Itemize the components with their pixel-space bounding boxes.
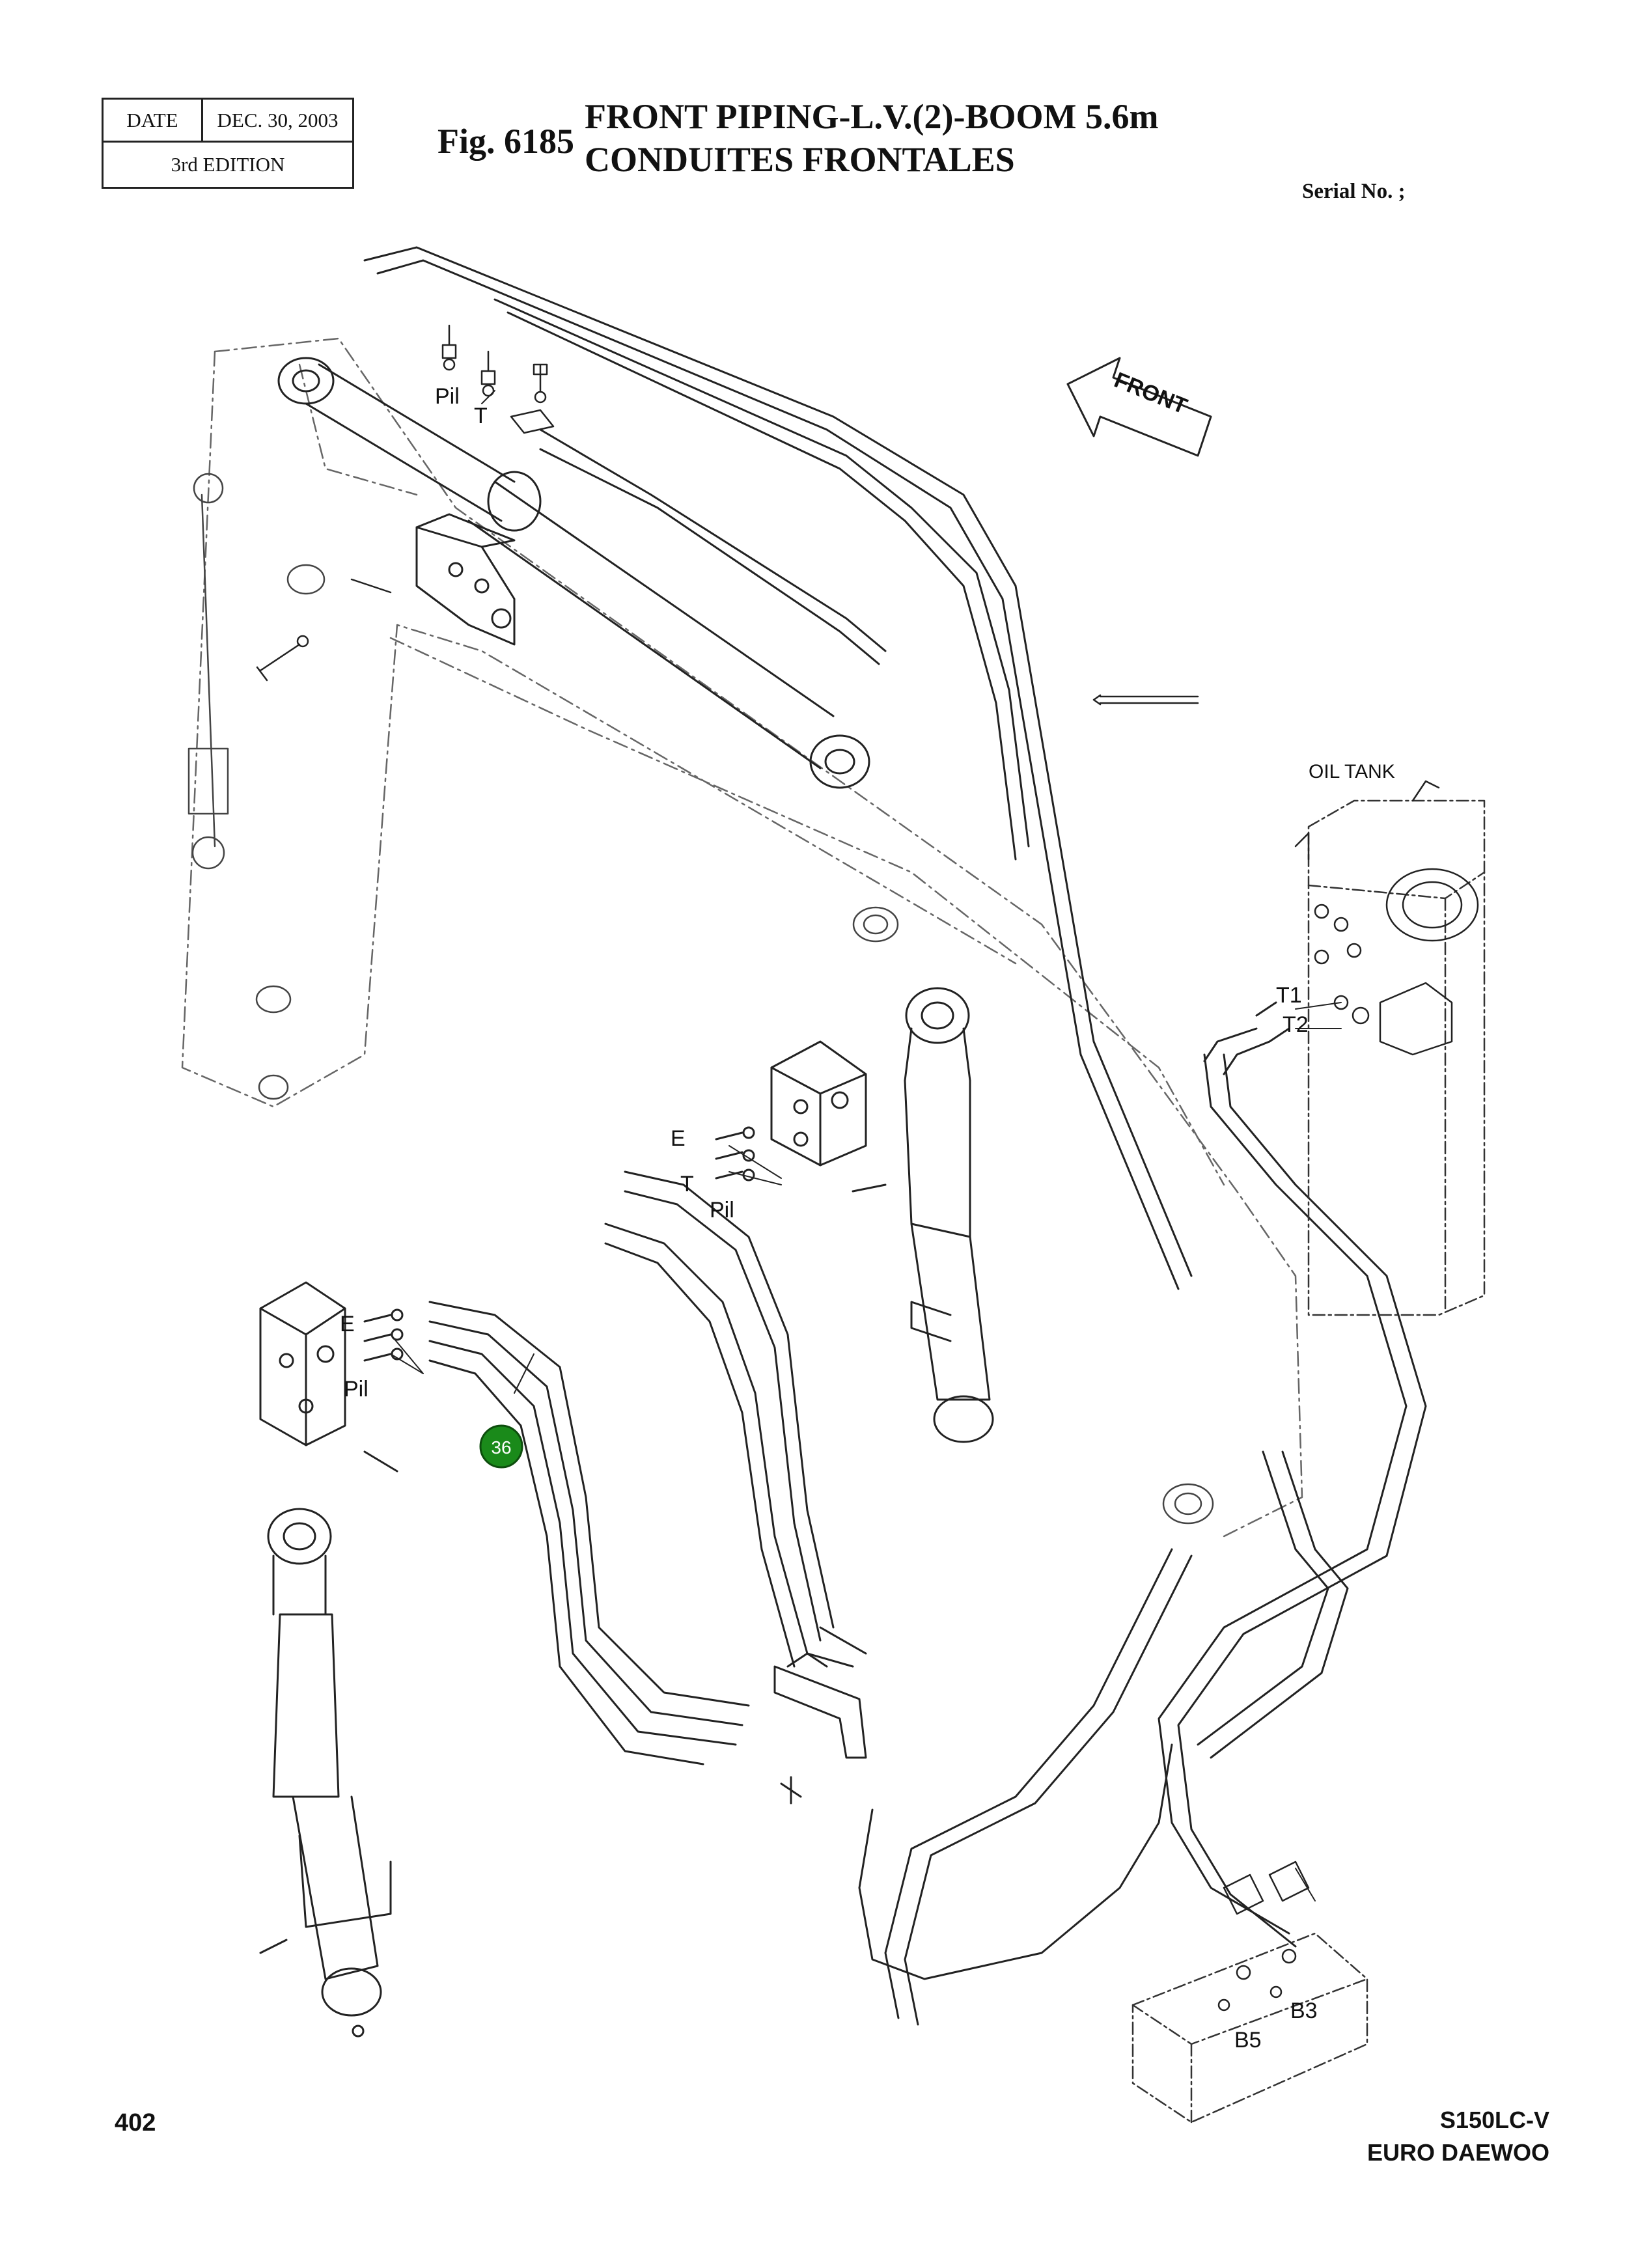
boom-cylinder-left [259,1508,392,2038]
callout-36: 36 [479,1424,523,1469]
top-fittings [256,324,555,682]
b3-label: B3 [1290,1998,1318,2023]
e-mid-label: E [671,1126,686,1151]
left-valve-block [259,1281,404,1473]
control-valve-ports [1217,1860,1310,2012]
front-arrow [1066,357,1212,457]
pil-top-label: Pil [435,384,460,409]
oil-tank-details [1294,780,1479,1056]
t-mid-label: T [680,1172,694,1196]
oil-tank-label: OIL TANK [1309,761,1395,782]
title-french: CONDUITES FRONTALES [585,140,1015,179]
callout-number: 36 [491,1437,511,1458]
t2-label: T2 [1283,1012,1309,1037]
boom-cylinder-right [904,987,994,1443]
tank-hoses [1203,1001,1290,1075]
center-bracket [773,1652,867,1805]
title-english: FRONT PIPING-L.V.(2)-BOOM 5.6m [585,97,1159,136]
pil-mid-label: Pil [710,1198,734,1223]
date-value: DEC. 30, 2003 [217,108,339,131]
arm-cylinder [277,357,870,789]
b5-label: B5 [1234,2028,1262,2053]
mid-valve-block [715,1040,887,1193]
date-label: DATE [104,100,203,141]
oil-tank [1307,799,1486,1316]
control-valve-hoses [858,1053,1427,2026]
callout-badge [479,1424,523,1469]
date-box: DATE DEC. 30, 2003 3rd EDITION [102,98,354,189]
boom-outline [181,337,1303,1538]
brand-name: EURO DAEWOO [1367,2139,1549,2166]
t-top-label: T [474,404,488,428]
left-hoses [428,1301,750,1765]
top-valve-block [415,513,516,646]
e-left-label: E [340,1312,355,1336]
middle-hoses [604,1170,867,1668]
upper-hoses [363,246,1193,1290]
model-name: S150LC-V [1439,2107,1549,2133]
pil-left-label: Pil [344,1377,368,1402]
t1-label: T1 [1276,983,1302,1008]
front-label: FRONT [1111,368,1191,419]
leader-lines [390,390,1342,1902]
cotter-pin [1092,694,1199,706]
page-number: 402 [115,2109,156,2137]
figure-number: Fig. 6185 [437,122,574,161]
edition-label: 3rd EDITION [171,153,285,176]
date-row: DATE DEC. 30, 2003 [104,100,352,143]
serial-number-label: Serial No. ; [1302,180,1406,203]
boom-details [187,473,1214,1525]
control-valve-block [1131,1932,1368,2123]
